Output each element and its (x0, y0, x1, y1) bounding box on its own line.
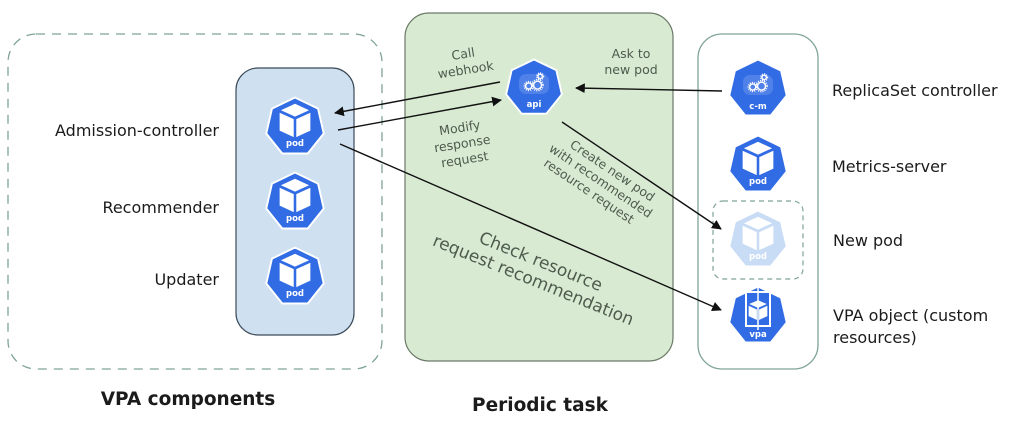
pod-icon-label: pod (749, 177, 767, 187)
modify-response-arrow (337, 96, 502, 131)
recommender-pod-icon[interactable]: pod (265, 171, 325, 230)
call-webhook-arrow (334, 81, 501, 117)
modify-response-label: Modify response request (433, 117, 492, 170)
pod-icon-label: pod (286, 289, 304, 299)
metrics-server-pod-icon[interactable]: pod (728, 134, 788, 193)
periodic-task-title: Periodic task (472, 395, 609, 416)
api-server-icon[interactable]: api (505, 58, 563, 115)
cluster-objects-column (697, 33, 819, 370)
updater-label: Updater (154, 270, 219, 289)
admission-controller-label: Admission-controller (55, 121, 219, 140)
periodic-task-group (404, 12, 674, 362)
pod-icon-label: pod (286, 139, 304, 149)
create-new-pod-arrow (561, 121, 722, 230)
call-webhook-line1: Call (450, 44, 475, 62)
ask-new-pod-arrow (575, 83, 723, 94)
replicaset-controller-icon[interactable]: c-m (728, 58, 788, 117)
recommender-label: Recommender (102, 198, 219, 217)
pod-icon-label: pod (286, 214, 304, 224)
new-pod-icon[interactable]: pod (728, 209, 788, 268)
replicaset-controller-label: ReplicaSet controller (832, 81, 998, 100)
ask-new-pod-line2: new pod (604, 62, 657, 77)
api-icon-label: api (527, 100, 542, 110)
cm-icon-label: c-m (749, 102, 767, 112)
ask-new-pod-label: Ask to new pod (604, 46, 657, 77)
vpa-icon-label: vpa (749, 330, 767, 340)
check-recommendation-arrow (339, 143, 722, 311)
new-pod-label: New pod (833, 231, 903, 250)
vpa-object-label-line1: VPA object (custom (833, 306, 988, 325)
ask-new-pod-line1: Ask to (612, 46, 651, 61)
vpa-components-title: VPA components (101, 389, 276, 410)
new-pod-frame (712, 200, 804, 280)
vpa-components-group (7, 33, 383, 370)
vpa-object-label-line2: resources) (833, 328, 917, 347)
pod-icon-label: pod (749, 252, 767, 262)
vpa-object-icon[interactable]: vpa (728, 285, 788, 344)
modify-response-line1: Modify (438, 117, 482, 138)
admission-controller-pod-icon[interactable]: pod (265, 96, 325, 155)
modify-response-line3: request (440, 148, 489, 170)
metrics-server-label: Metrics-server (832, 157, 947, 176)
updater-pod-icon[interactable]: pod (265, 246, 325, 305)
